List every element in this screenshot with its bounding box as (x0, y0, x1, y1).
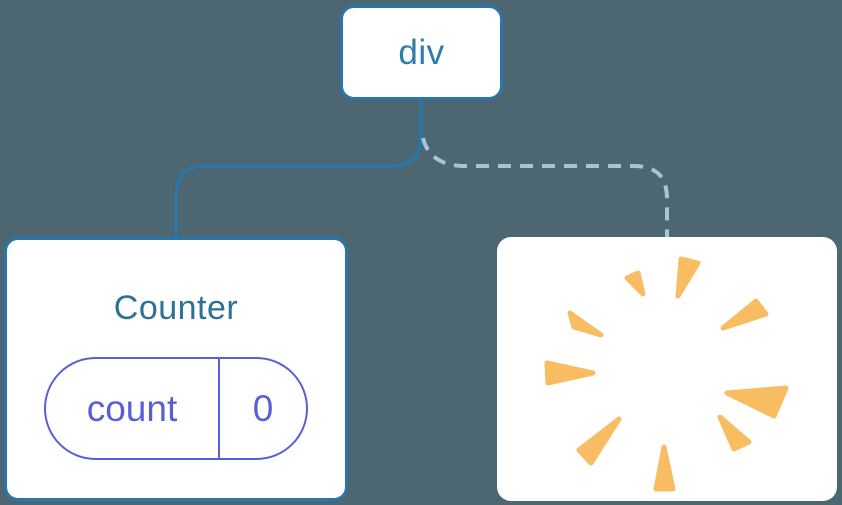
root-node-div: div (340, 5, 503, 100)
counter-node: Counter count 0 (4, 237, 348, 501)
removed-node (497, 237, 837, 501)
dashed-edge-to-removed (421, 137, 669, 238)
root-node-label: div (398, 32, 445, 72)
state-pill: count 0 (44, 357, 308, 460)
state-key: count (86, 387, 178, 429)
solid-edge-to-counter (174, 100, 423, 238)
pill-divider (218, 359, 220, 458)
poof-starburst-icon (544, 256, 789, 492)
state-value: 0 (252, 387, 274, 429)
counter-title: Counter (113, 289, 239, 327)
